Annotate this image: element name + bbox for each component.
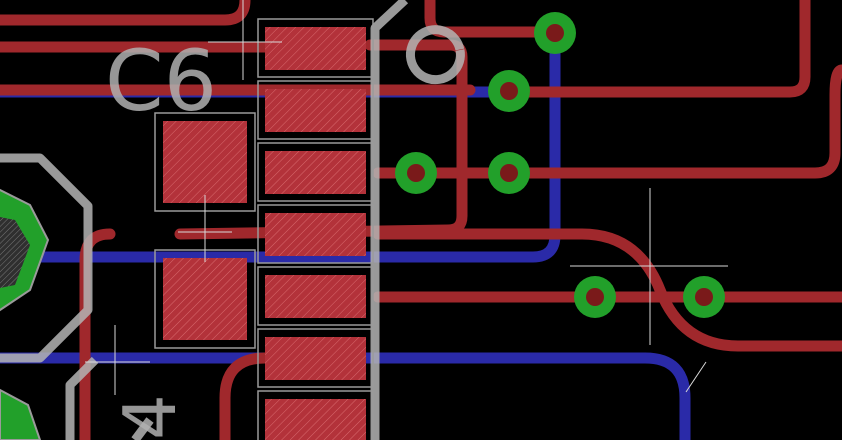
footprint-outline [0,153,93,363]
smd-pad-1[interactable] [265,27,366,70]
via-6[interactable] [683,276,725,318]
bottom-trace-5[interactable] [0,352,691,440]
vias [395,12,725,318]
smd-pad-5[interactable] [265,275,366,318]
smd-pad-6[interactable] [265,337,366,380]
origin-markers [85,0,728,395]
capacitor-pads [163,121,247,340]
pad-frames [154,18,374,440]
designator-partial: 4 [108,394,192,440]
via-5[interactable] [574,276,616,318]
top-trace-8[interactable] [372,228,842,352]
connector-outline [370,0,409,440]
via-1[interactable] [534,12,576,54]
via-4[interactable] [488,152,530,194]
smd-pad-4[interactable] [265,213,366,256]
designator-c6: C6 [105,32,217,130]
top-trace-5[interactable] [504,0,811,98]
top-trace-1[interactable] [0,0,251,26]
silkscreen-layer [0,0,465,440]
via-outline-ring [405,25,465,85]
top-trace-11[interactable] [219,352,271,440]
via-2[interactable] [488,70,530,112]
th-pad-lower[interactable] [0,388,42,440]
connector-pads [265,27,366,440]
smd-pad-7[interactable] [265,399,366,440]
cap-pad-2[interactable] [163,258,247,340]
smd-pad-3[interactable] [265,151,366,194]
via-3[interactable] [395,152,437,194]
through-hole-pads [0,188,50,440]
smd-pad-2[interactable] [265,89,366,132]
top-trace-7[interactable] [372,64,842,179]
footprint-outline-lower [65,356,99,440]
ic-outline-partial [131,417,154,440]
cap-pad-1[interactable] [163,121,247,203]
